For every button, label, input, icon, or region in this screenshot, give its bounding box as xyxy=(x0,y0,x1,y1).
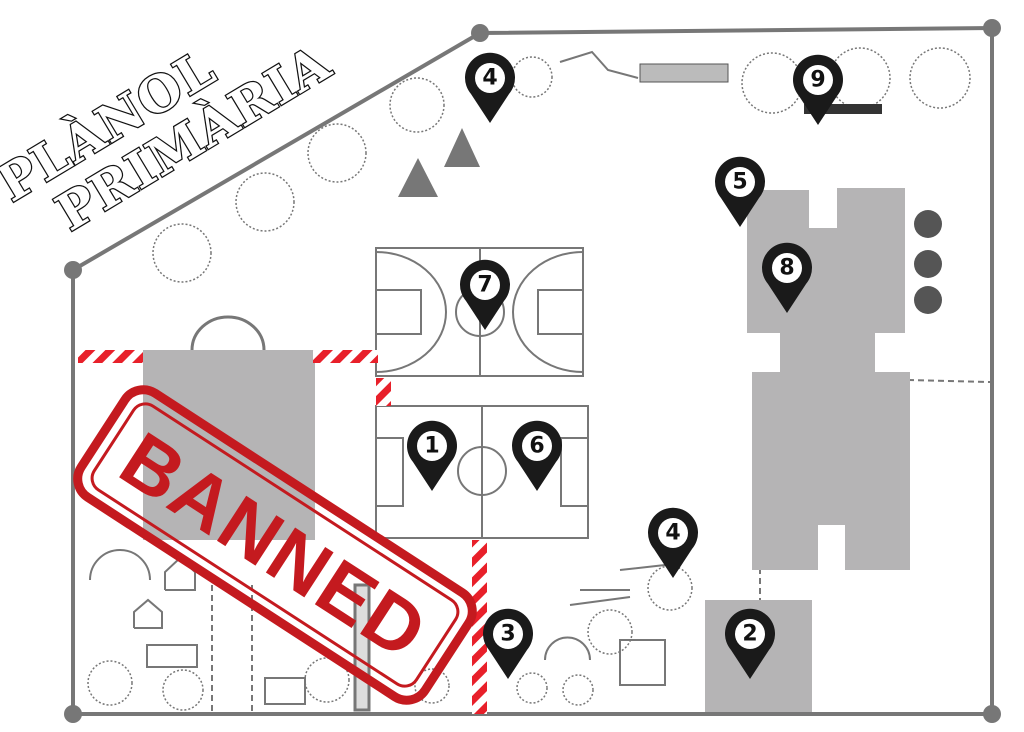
pin-label: 2 xyxy=(742,622,757,647)
map-pin-9[interactable]: 9 xyxy=(793,54,843,125)
map-pin-4-bottom[interactable]: 4 xyxy=(648,507,698,578)
pin-label: 7 xyxy=(477,273,492,298)
map-pin-5[interactable]: 5 xyxy=(715,156,765,227)
pin-label: 6 xyxy=(529,434,544,459)
pin-label: 4 xyxy=(665,521,680,546)
building-main xyxy=(747,188,910,570)
tents-icon xyxy=(398,128,480,197)
pin-label: 9 xyxy=(810,68,825,93)
pin-label: 4 xyxy=(482,66,497,91)
trees xyxy=(87,47,971,711)
map-pin-1[interactable]: 1 xyxy=(407,420,457,491)
map-pin-7[interactable]: 7 xyxy=(460,259,510,330)
map-pin-2[interactable]: 2 xyxy=(725,608,775,679)
map-pin-4-top[interactable]: 4 xyxy=(465,52,515,123)
football-field xyxy=(375,405,589,539)
map-pin-3[interactable]: 3 xyxy=(483,608,533,679)
pin-label: 8 xyxy=(779,256,794,281)
pin-label: 3 xyxy=(500,622,515,647)
pin-label: 5 xyxy=(732,170,747,195)
hazard-barriers xyxy=(78,350,487,714)
map-pin-8[interactable]: 8 xyxy=(762,242,812,313)
school-boundary xyxy=(64,19,1001,723)
map-title: PLÀNOL PRIMÀRIA xyxy=(0,31,342,243)
pin-label: 1 xyxy=(424,434,439,459)
map-pin-6[interactable]: 6 xyxy=(512,420,562,491)
